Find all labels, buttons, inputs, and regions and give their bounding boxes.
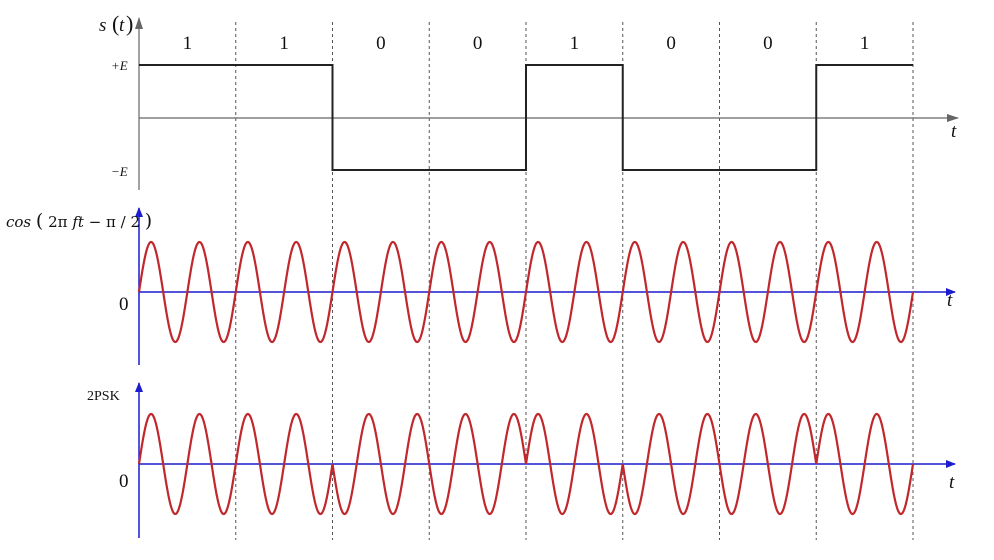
psk-zero-label: 0 [119,471,129,492]
carrier-ylabel: cos ( 2π ft − π / 2 ) [6,210,152,232]
carrier-ylabel-open: ( [36,210,43,232]
bit-labels: 1 1 0 0 1 0 0 1 [183,33,870,54]
psk-t-label: t [949,472,955,493]
signal-ylabel-close-paren: ) [126,11,133,36]
bit-label-6: 0 [763,33,773,54]
carrier-ylabel-cos: cos [6,213,31,231]
carrier-ylabel-ft: ft [71,213,85,231]
bit-label-4: 1 [570,33,580,54]
minus-e-label: −E [111,164,128,179]
panel-2psk: 2PSK 0 t [87,382,956,538]
bit-label-0: 1 [183,33,193,54]
bit-label-7: 1 [860,33,870,54]
plus-e-label: +E [111,58,128,73]
signal-t-label: t [951,121,957,142]
bit-label-3: 0 [473,33,483,54]
signal-ylabel-open-paren: ( [112,11,119,36]
panel-carrier: cos ( 2π ft − π / 2 ) 0 t [6,207,956,365]
bit-label-1: 1 [279,33,289,54]
signal-ylabel-t: t [119,15,125,36]
psk-ylabel: 2PSK [87,389,120,404]
bit-label-5: 0 [666,33,676,54]
carrier-zero-label: 0 [119,294,129,315]
carrier-t-label: t [947,290,953,311]
carrier-ylabel-2pi: 2π [48,213,68,231]
2psk-wave [137,412,915,516]
bit-label-2: 0 [376,33,386,54]
carrier-ylabel-minus: − π / 2 [89,213,140,231]
panel-signal: s ( t ) +E −E t 1 1 0 0 1 0 0 1 [99,11,959,190]
signal-ylabel-s: s [99,15,106,36]
carrier-ylabel-close: ) [145,210,152,232]
carrier-wave [137,240,915,344]
binary-signal-trace [139,64,913,171]
